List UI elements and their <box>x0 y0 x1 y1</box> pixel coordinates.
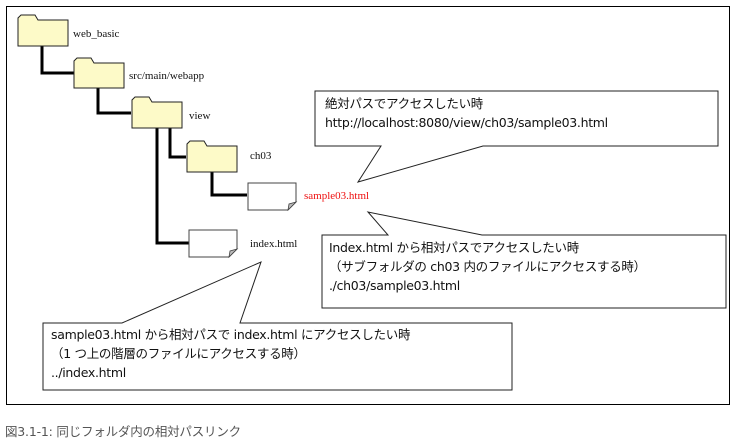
callout-line: （1 つ上の階層のファイルにアクセスする時） <box>51 346 306 361</box>
file-icon <box>188 229 239 259</box>
callout-index-to-sample: Index.html から相対パスでアクセスしたい時 （サブフォルダの ch03… <box>329 238 646 295</box>
file-label-sample03: sample03.html <box>304 190 370 202</box>
file-icon <box>247 182 298 212</box>
folder-label-src-main-webapp: src/main/webapp <box>129 70 205 82</box>
figure-caption: 図3.1-1: 同じフォルダ内の相対パスリンク <box>5 424 241 439</box>
tree-connectors <box>40 46 247 245</box>
connector-src-view <box>96 88 131 115</box>
callout-absolute: 絶対パスでアクセスしたい時 http://localhost:8080/view… <box>325 94 608 132</box>
callout-line: sample03.html から相対パスで index.html にアクセスした… <box>51 327 411 342</box>
connector-web_basic-src <box>40 46 74 75</box>
folder-label-view: view <box>189 110 211 122</box>
callout-line: 絶対パスでアクセスしたい時 <box>325 96 483 111</box>
callout-line: ../index.html <box>51 365 126 380</box>
callout-line: ./ch03/sample03.html <box>329 278 460 293</box>
callout-absolute-shape <box>314 90 719 183</box>
callout-index-to-sample-shape <box>321 211 727 309</box>
file-label-index: index.html <box>250 238 298 250</box>
folder-icon <box>186 140 238 173</box>
connector-view-index <box>155 128 189 245</box>
folder-icon <box>17 14 69 47</box>
folder-label-web_basic: web_basic <box>73 28 120 40</box>
callout-line: （サブフォルダの ch03 内のファイルにアクセスする時） <box>329 259 646 274</box>
folder-icon <box>73 57 125 89</box>
callout-sample-to-index: sample03.html から相対パスで index.html にアクセスした… <box>51 325 410 382</box>
folder-icon <box>131 96 183 129</box>
connector-view-ch03 <box>168 128 186 159</box>
callout-line: http://localhost:8080/view/ch03/sample03… <box>325 115 608 130</box>
callout-sample-to-index-shape <box>42 261 513 391</box>
callout-line: Index.html から相対パスでアクセスしたい時 <box>329 240 579 255</box>
connector-ch03-sample <box>210 172 247 197</box>
diagram-frame <box>6 6 730 405</box>
folder-label-ch03: ch03 <box>250 150 272 162</box>
